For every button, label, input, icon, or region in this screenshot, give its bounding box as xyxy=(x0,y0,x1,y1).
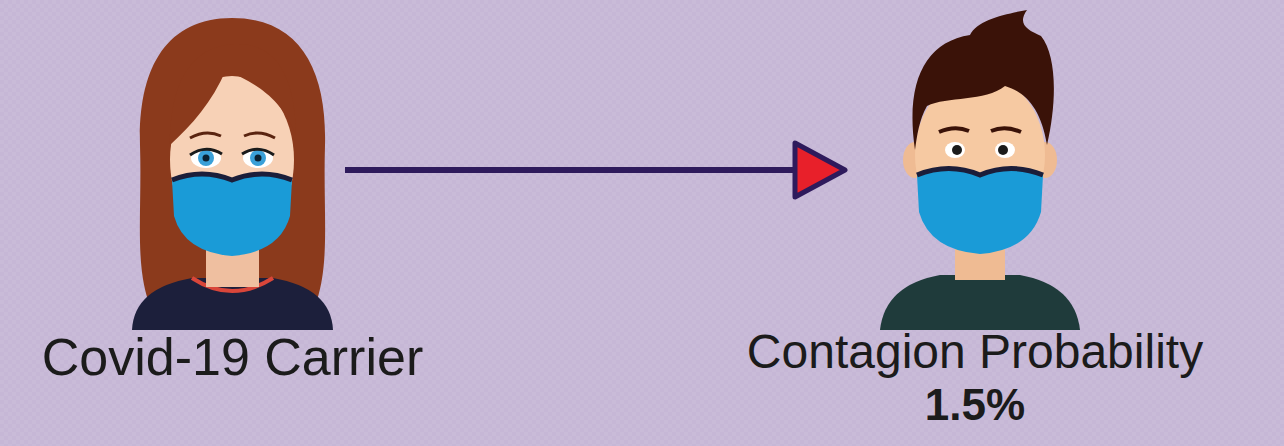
node-label: Contagion Probability xyxy=(685,324,1265,379)
woman-illustration xyxy=(120,10,345,330)
arrow-line xyxy=(345,167,797,173)
probability-value: 1.5% xyxy=(685,380,1265,431)
figure-node: Covid-19 Carrier xyxy=(120,10,345,330)
figure-node: Contagion Probability1.5% xyxy=(845,10,1105,330)
man-illustration xyxy=(855,10,1105,330)
arrow-connector xyxy=(345,143,845,197)
arrow-head xyxy=(795,143,845,197)
node-label: Covid-19 Carrier xyxy=(5,328,460,388)
